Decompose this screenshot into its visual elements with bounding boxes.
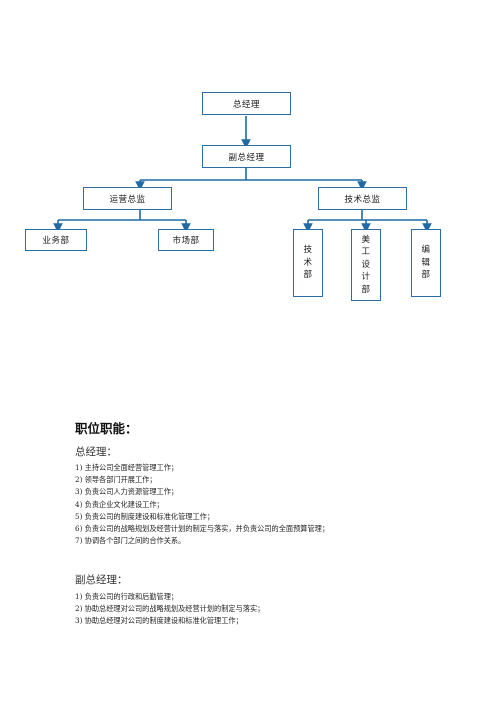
tech-dept-char-1: 技 <box>303 245 313 256</box>
duty-item: 4) 负责企业文化建设工作； <box>75 499 164 509</box>
duty-item: 1) 主持公司全面经营管理工作； <box>75 463 179 472</box>
node-deputy-gm: 副总经理 <box>202 145 291 168</box>
node-market-dept: 市场部 <box>158 229 214 251</box>
role-title-ceo: 总经理： <box>75 446 117 458</box>
duty-item: 6) 负责公司的战略规划及经营计划的制定与落实，并负责公司的全面预算管理； <box>75 524 330 534</box>
tech-dept-char-2: 术 <box>303 257 313 268</box>
node-business-dept: 业务部 <box>25 229 87 251</box>
art-dept-char-3: 设 <box>361 259 371 270</box>
duty-item: 7) 协调各个部门之间的合作关系。 <box>75 536 186 546</box>
node-ceo: 总经理 <box>202 92 291 115</box>
section-heading-functions: 职位职能： <box>75 421 138 436</box>
node-editorial-dept: 编 辑 部 <box>411 229 441 297</box>
role-title-deputy: 副总经理： <box>75 574 128 586</box>
duty-item: 5) 负责公司的制度建设和标准化管理工作； <box>75 511 215 521</box>
art-dept-char-1: 美 <box>361 234 371 245</box>
node-ops-director: 运营总监 <box>83 187 172 210</box>
art-dept-char-2: 工 <box>361 247 371 258</box>
node-tech-director: 技术总监 <box>318 187 407 210</box>
art-dept-char-4: 计 <box>361 272 371 283</box>
duty-item: 1) 负责公司的行政和后勤管理； <box>75 592 179 601</box>
duty-item: 3) 负责公司人力资源管理工作； <box>75 487 179 497</box>
deputy-duties-list: 1) 负责公司的行政和后勤管理； 2) 协助总经理对公司的战略规划及经营计划的制… <box>75 591 264 628</box>
duty-item: 3) 协助总经理对公司的制度建设和标准化管理工作； <box>75 616 243 626</box>
edit-dept-char-3: 部 <box>421 270 431 281</box>
tech-dept-char-3: 部 <box>303 270 313 281</box>
edit-dept-char-2: 辑 <box>421 257 431 268</box>
duty-item: 2) 领导各部门开展工作； <box>75 475 157 485</box>
edit-dept-char-1: 编 <box>421 245 431 256</box>
ceo-duties-list: 1) 主持公司全面经营管理工作； 2) 领导各部门开展工作； 3) 负责公司人力… <box>75 462 329 547</box>
duty-item: 2) 协助总经理对公司的战略规划及经营计划的制定与落实； <box>75 604 265 614</box>
art-dept-char-5: 部 <box>361 284 371 295</box>
node-tech-dept: 技 术 部 <box>293 229 323 297</box>
node-art-design-dept: 美 工 设 计 部 <box>351 229 381 301</box>
